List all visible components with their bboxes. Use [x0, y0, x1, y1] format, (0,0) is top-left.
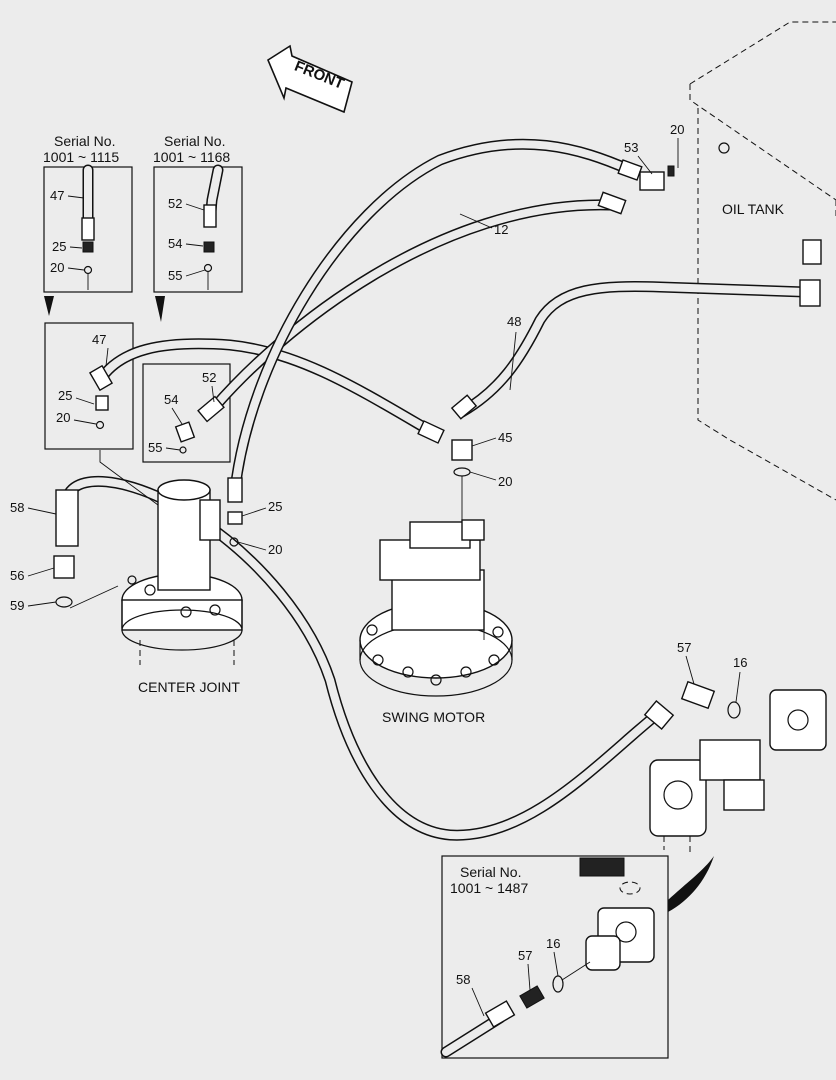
callouts: 12 16 20 53 48 45 20 47 25 20 52 54 55 2…	[10, 122, 747, 703]
inset-a-part-20: 20	[50, 260, 64, 275]
fittings	[53, 159, 822, 730]
callout-20-tank: 20	[670, 122, 684, 137]
swing-motor-label: SWING MOTOR	[382, 709, 485, 725]
swing-motor: SWING MOTOR	[359, 476, 513, 725]
pointer-c	[668, 856, 714, 912]
callout-25-mid: 25	[268, 499, 282, 514]
center-joint-label: CENTER JOINT	[138, 679, 240, 695]
inset-a-part-25: 25	[52, 239, 66, 254]
callout-55: 55	[148, 440, 162, 455]
inset-c-part-16: 16	[546, 936, 560, 951]
inset-b-serial-range: 1001 ~ 1168	[153, 149, 230, 165]
callout-58: 58	[10, 500, 24, 515]
callout-20-motor: 20	[498, 474, 512, 489]
callout-52: 52	[202, 370, 216, 385]
inset-c-serial-title: Serial No.	[460, 864, 521, 880]
callout-53: 53	[624, 140, 638, 155]
pointer-b	[155, 296, 165, 322]
inset-b-serial-title: Serial No.	[164, 133, 225, 149]
inset-b-part-55: 55	[168, 268, 182, 283]
detail-box-47	[44, 322, 134, 450]
inset-a-serial-title: Serial No.	[54, 133, 115, 149]
inset-a-serial-range: 1001 ~ 1115	[43, 149, 119, 165]
pipe-assembly	[649, 689, 827, 856]
callout-25-joint: 25	[58, 388, 72, 403]
pointer-a	[44, 296, 54, 316]
callout-47: 47	[92, 332, 106, 347]
callout-57: 57	[677, 640, 691, 655]
callout-16: 16	[733, 655, 747, 670]
callout-12: 12	[494, 222, 508, 237]
inset-c: Serial No. 1001 ~ 1487 58 57 16	[440, 855, 669, 1059]
callout-20-mid: 20	[268, 542, 282, 557]
inset-c-part-57: 57	[518, 948, 532, 963]
inset-b-part-54: 54	[168, 236, 182, 251]
inset-c-serial-range: 1001 ~ 1487	[450, 880, 528, 896]
inset-b: Serial No. 1001 ~ 1168 52 54 55	[153, 133, 243, 293]
center-joint: CENTER JOINT	[99, 450, 243, 695]
callout-59: 59	[10, 598, 24, 613]
callout-45: 45	[498, 430, 512, 445]
inset-c-part-58: 58	[456, 972, 470, 987]
inset-b-part-52: 52	[168, 196, 182, 211]
inset-a: Serial No. 1001 ~ 1115 47 25 20	[43, 133, 133, 293]
detail-box-52	[142, 363, 231, 463]
inset-a-part-47: 47	[50, 188, 64, 203]
callout-48: 48	[507, 314, 521, 329]
oil-tank: OIL TANK	[689, 21, 836, 501]
callout-54: 54	[164, 392, 178, 407]
oil-tank-label: OIL TANK	[722, 201, 785, 217]
front-arrow: FRONT	[267, 44, 353, 114]
callout-56: 56	[10, 568, 24, 583]
callout-20-joint: 20	[56, 410, 70, 425]
